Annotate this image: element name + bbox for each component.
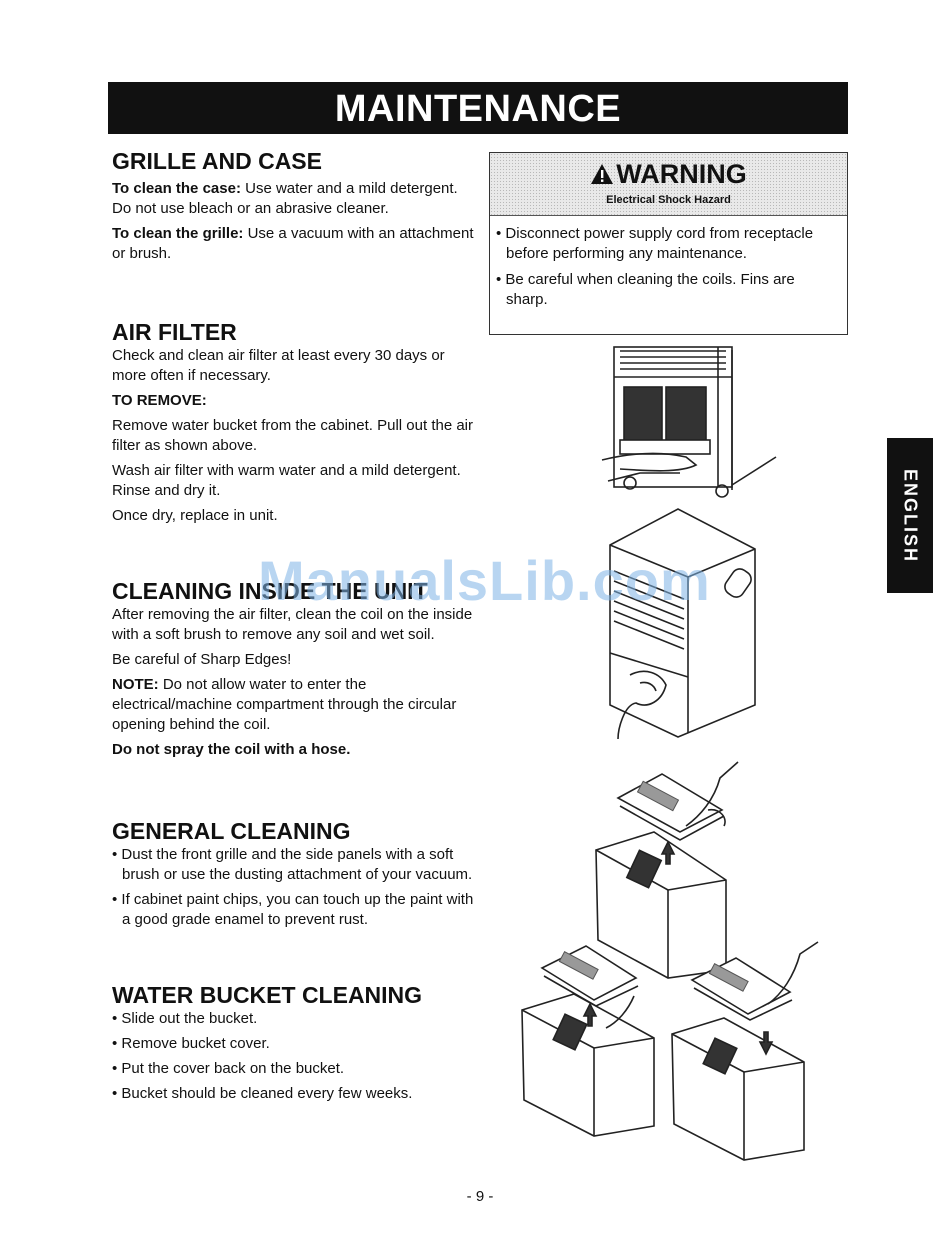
list-item: Slide out the bucket. — [112, 1009, 474, 1029]
list-item: Dust the front grille and the side panel… — [112, 845, 474, 885]
general-cleaning-heading: GENERAL CLEANING — [112, 818, 351, 844]
warning-triangle-icon — [591, 164, 614, 184]
list-item: Put the cover back on the bucket. — [112, 1059, 474, 1079]
warning-body: Disconnect power supply cord from recept… — [490, 216, 847, 310]
section-general-cleaning: GENERAL CLEANING Dust the front grille a… — [112, 817, 474, 935]
language-side-tab: ENGLISH — [887, 438, 933, 593]
air-filter-heading: AIR FILTER — [112, 319, 237, 345]
grille-cleaning-text: To clean the grille: Use a vacuum with a… — [112, 224, 474, 264]
bucket-cover-replace-illustration — [671, 941, 819, 1161]
section-water-bucket: WATER BUCKET CLEANING Slide out the buck… — [112, 981, 474, 1109]
bucket-slide-out-illustration — [521, 945, 655, 1137]
section-cleaning-inside: CLEANING INSIDE THE UNIT After removing … — [112, 577, 474, 760]
case-label: To clean the case: — [112, 180, 241, 197]
warning-box: WARNING Electrical Shock Hazard Disconne… — [489, 152, 848, 335]
to-remove-label: TO REMOVE: — [112, 392, 207, 409]
note-text: NOTE: Do not allow water to enter the el… — [112, 675, 474, 735]
side-tab-label: ENGLISH — [900, 468, 921, 563]
page-number: - 9 - — [466, 1188, 494, 1205]
grille-label: To clean the grille: — [112, 225, 244, 242]
warning-title: WARNING — [590, 159, 747, 189]
section-air-filter: AIR FILTER Check and clean air filter at… — [112, 318, 474, 526]
warning-header: WARNING Electrical Shock Hazard — [490, 153, 847, 216]
warning-title-text: WARNING — [616, 159, 747, 189]
water-bucket-heading: WATER BUCKET CLEANING — [112, 982, 423, 1008]
bucket-cover-removal-illustration — [595, 761, 739, 979]
list-item: Disconnect power supply cord from recept… — [496, 224, 837, 264]
grille-text: Use a vacuum with an attachment or brush… — [112, 225, 474, 262]
grille-heading: GRILLE AND CASE — [112, 148, 322, 174]
case-text: Use water and a mild detergent. Do not u… — [112, 180, 458, 217]
general-cleaning-list: Dust the front grille and the side panel… — [112, 845, 474, 930]
unit-wiping-illustration — [609, 508, 756, 740]
air-filter-step: Wash air filter with warm water and a mi… — [112, 462, 461, 499]
air-filter-step: Remove water bucket from the cabinet. Pu… — [112, 417, 474, 454]
warning-subtitle: Electrical Shock Hazard — [606, 194, 731, 206]
note-label: NOTE: — [112, 676, 159, 693]
list-item: Bucket should be cleaned every few weeks… — [112, 1084, 474, 1104]
coil-cleaning-text: After removing the air filter, clean the… — [112, 606, 473, 643]
air-filter-step: Once dry, replace in unit. — [112, 507, 278, 524]
no-hose-warning: Do not spray the coil with a hose. — [112, 741, 351, 758]
air-filter-intro: Check and clean air filter at least ever… — [112, 347, 445, 384]
warning-list: Disconnect power supply cord from recept… — [496, 224, 837, 310]
maintenance-banner: MAINTENANCE — [108, 82, 848, 134]
water-bucket-list: Slide out the bucket. Remove bucket cove… — [112, 1009, 474, 1104]
section-grille-and-case: GRILLE AND CASE To clean the case: Use w… — [112, 147, 474, 264]
list-item: Remove bucket cover. — [112, 1034, 474, 1054]
list-item: If cabinet paint chips, you can touch up… — [112, 890, 474, 930]
note-body: Do not allow water to enter the electric… — [112, 676, 457, 733]
cleaning-inside-heading: CLEANING INSIDE THE UNIT — [112, 578, 428, 604]
case-cleaning-text: To clean the case: Use water and a mild … — [112, 179, 474, 219]
sharp-edges-text: Be careful of Sharp Edges! — [112, 651, 292, 668]
watermark-logo: ManualsLib.com — [258, 549, 711, 612]
list-item: Be careful when cleaning the coils. Fins… — [496, 270, 837, 310]
filter-removal-illustration — [601, 346, 777, 498]
